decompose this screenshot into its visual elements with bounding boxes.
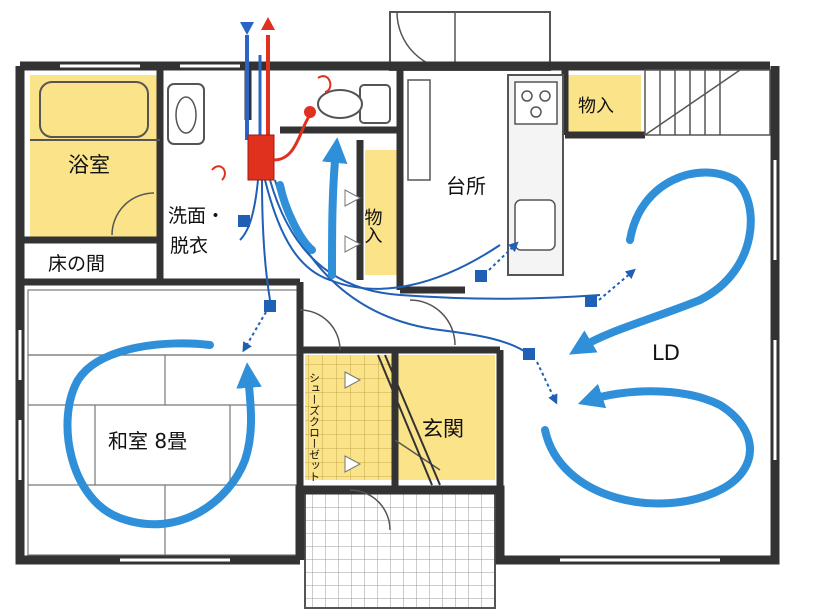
bath-fill xyxy=(30,75,160,240)
back-landing xyxy=(389,11,551,71)
supply-arrow-icon xyxy=(240,22,254,35)
sink xyxy=(514,199,556,251)
label-kitchen: 台所 xyxy=(446,174,486,198)
porch-tiles xyxy=(304,489,496,609)
vent-outlets xyxy=(238,215,597,360)
exhaust-arrow-icon xyxy=(261,17,275,30)
stairs xyxy=(644,69,771,136)
outlet-arrows xyxy=(242,241,636,405)
bathtub xyxy=(39,81,149,138)
washbasin xyxy=(167,83,205,145)
label-washroom-2: 脱衣 xyxy=(170,235,208,257)
ventilation-unit xyxy=(247,134,275,181)
storage-top-fill xyxy=(566,75,641,135)
label-storage-top: 物入 xyxy=(578,96,614,117)
label-washroom-1: 洗面・ xyxy=(168,205,225,227)
label-entrance: 玄関 xyxy=(422,417,464,441)
fridge xyxy=(407,79,431,181)
storage-kitchen-fill xyxy=(365,150,397,275)
windows xyxy=(18,64,777,562)
label-shoe-closet: シューズクローゼット xyxy=(308,372,321,482)
shelf-marks xyxy=(344,189,362,473)
toilet-bowl xyxy=(317,89,363,119)
toilet-tank xyxy=(359,84,391,124)
label-ld: LD xyxy=(652,341,680,365)
label-storage-kitchen: 物入 xyxy=(362,208,383,244)
label-tokonoma: 床の間 xyxy=(48,253,105,275)
airflow-arrows xyxy=(63,137,755,529)
label-bath: 浴室 xyxy=(68,153,110,177)
interior-walls xyxy=(20,66,645,490)
label-washitsu: 和室 8畳 xyxy=(108,429,187,453)
